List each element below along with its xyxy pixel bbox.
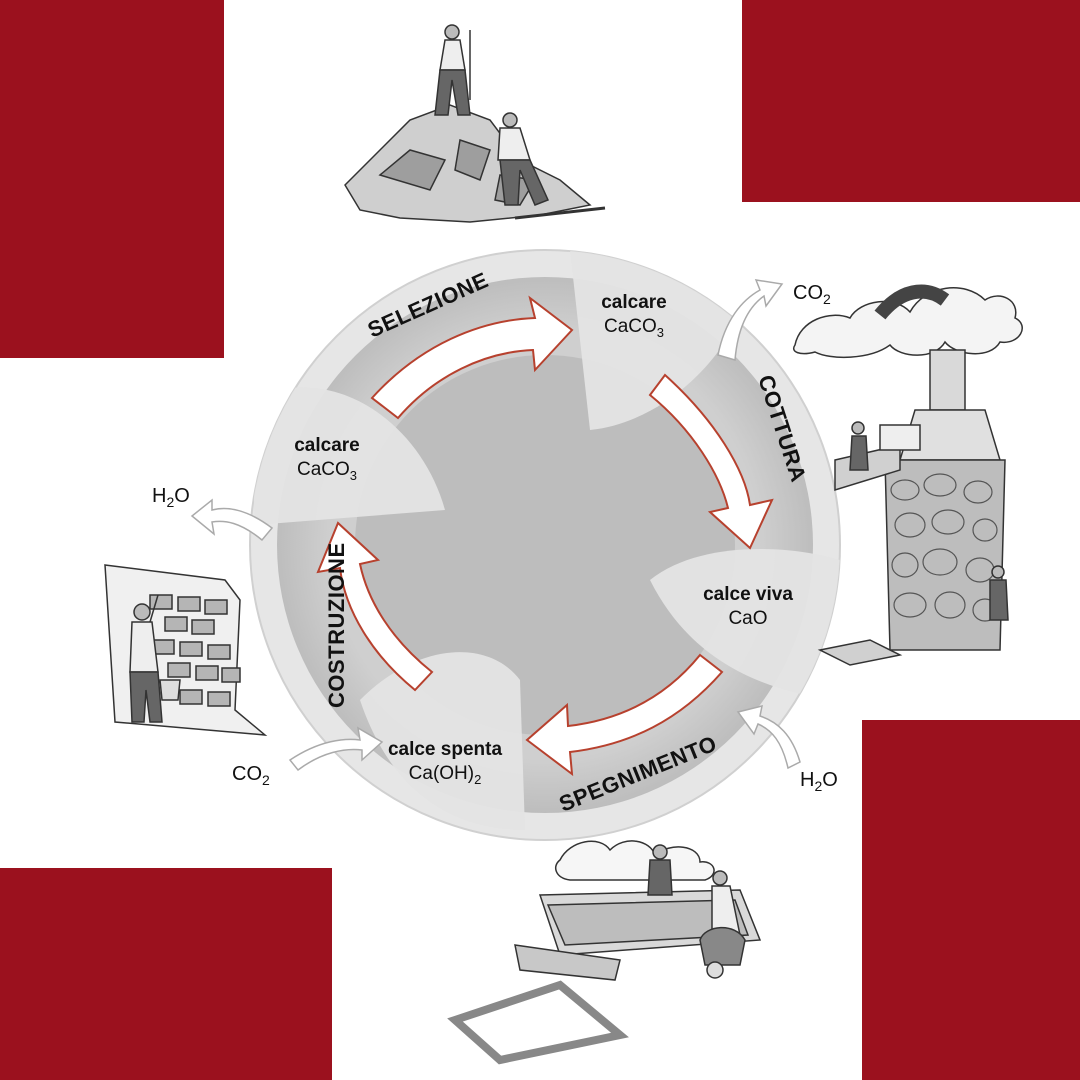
stage-lens-bottom — [360, 652, 525, 830]
arrow-co2-out — [717, 279, 784, 361]
stage-name: calcare — [601, 292, 667, 313]
red-block-top-right — [742, 0, 1080, 202]
red-block-bottom-right — [862, 720, 1080, 1080]
gas-label-h2o-out: H2O — [152, 485, 190, 510]
stage-top-right: calcare CaCO3 — [601, 292, 667, 340]
kiln-illustration — [793, 284, 1023, 666]
stage-formula: CaCO3 — [297, 459, 357, 483]
phase-label-costruzione: COSTRUZIONE — [324, 542, 349, 708]
gas-arrows — [190, 279, 801, 772]
gas-label-co2-out: CO2 — [793, 282, 831, 307]
cycle-arrows — [316, 295, 774, 777]
stage-right: calce viva CaO — [703, 584, 793, 629]
stage-name: calce spenta — [388, 739, 502, 760]
arrow-co2-in — [288, 726, 384, 772]
stage-left: calcare CaCO3 — [294, 435, 360, 483]
arrow-h2o-in — [736, 704, 801, 770]
stage-formula: CaO — [728, 608, 767, 629]
gas-label-h2o-in: H2O — [800, 769, 838, 794]
red-block-top-left — [0, 0, 224, 358]
stage-name: calce viva — [703, 584, 793, 605]
arrow-costruzione — [316, 521, 434, 692]
stage-name: calcare — [294, 435, 360, 456]
quarry-illustration — [344, 24, 606, 223]
red-block-bottom-left — [0, 868, 332, 1080]
arrow-spegnimento — [525, 653, 724, 777]
stage-formula: Ca(OH)2 — [409, 763, 482, 787]
arrow-cottura — [648, 373, 774, 550]
stage-formula: CaCO3 — [604, 316, 664, 340]
stage-bottom: calce spenta Ca(OH)2 — [388, 739, 502, 787]
slaking-illustration — [447, 840, 762, 1065]
gas-label-co2-in: CO2 — [232, 763, 270, 788]
wall-illustration — [104, 564, 268, 736]
arrow-h2o-out — [190, 498, 274, 542]
stage-lens-right — [650, 548, 840, 700]
arrow-selezione — [370, 295, 574, 420]
stage-lens-left — [250, 387, 445, 525]
